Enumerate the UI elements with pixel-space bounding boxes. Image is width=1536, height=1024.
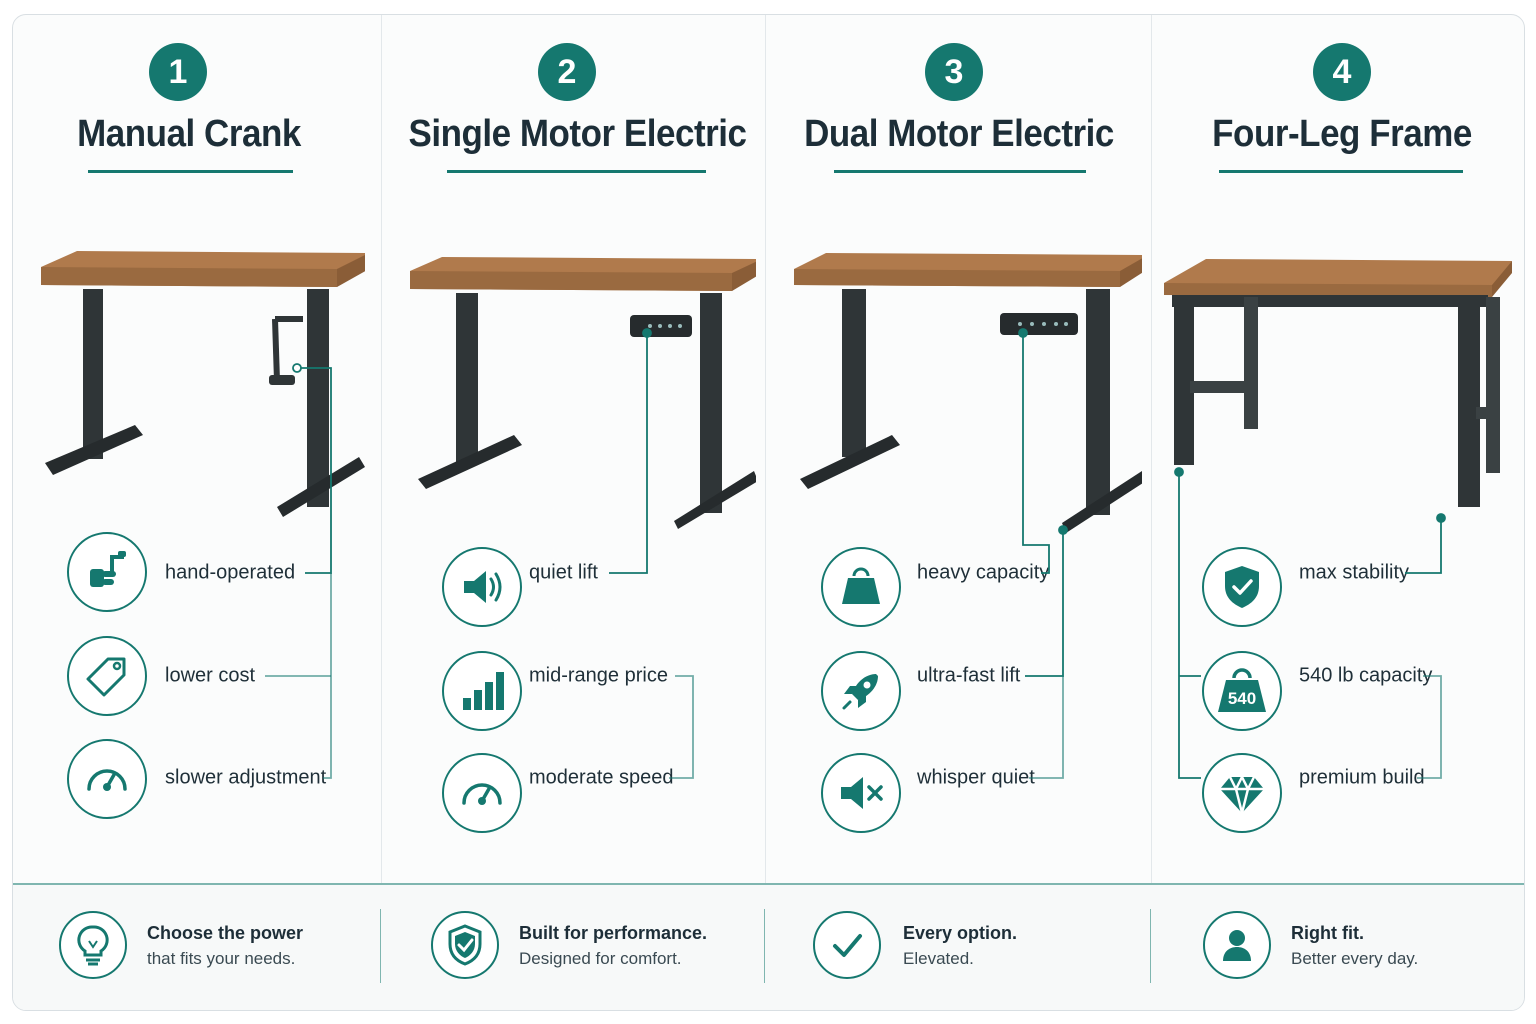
weight-badge-text: 540 xyxy=(1228,689,1256,708)
column-title: Dual Motor Electric xyxy=(804,113,1114,155)
hand-crank-icon xyxy=(67,532,147,612)
step-number-badge: 3 xyxy=(925,43,983,101)
footer-item: Built for performance. Designed for comf… xyxy=(381,885,765,1010)
footer-headline: Built for performance. xyxy=(519,923,708,943)
footer-bar: Choose the power that fits your needs. B… xyxy=(13,883,1524,1010)
price-tag-icon xyxy=(67,636,147,716)
feature-label: lower cost xyxy=(165,664,256,687)
column-dual-motor: 3 Dual Motor Electric heavy capacity ult… xyxy=(765,15,1151,883)
speedometer-icon xyxy=(442,753,522,833)
shield-check-icon xyxy=(1202,547,1282,627)
rocket-icon xyxy=(821,651,901,731)
title-underline xyxy=(1219,170,1463,173)
footer-subline: Designed for comfort. xyxy=(519,949,682,968)
footer-headline: Every option. xyxy=(903,923,1018,943)
bar-chart-icon xyxy=(442,651,522,731)
feature-label: slower adjustment xyxy=(165,766,327,789)
user-icon xyxy=(1203,911,1271,979)
footer-subline: Better every day. xyxy=(1291,949,1419,968)
feature-label: quiet lift xyxy=(529,561,598,584)
speaker-icon xyxy=(442,547,522,627)
column-four-leg: 4 Four-Leg Frame max stability 540 540 l… xyxy=(1151,15,1524,883)
mute-speaker-icon xyxy=(821,753,901,833)
speedometer-icon xyxy=(67,739,147,819)
footer-item: Right fit. Better every day. xyxy=(1151,885,1524,1010)
feature-label: heavy capacity xyxy=(917,561,1050,584)
step-number-badge: 4 xyxy=(1313,43,1371,101)
footer-subline: Elevated. xyxy=(903,949,974,968)
title-underline xyxy=(834,170,1086,173)
step-number-badge: 1 xyxy=(149,43,207,101)
comparison-panel: 1 Manual Crank hand-operated lower cost … xyxy=(12,14,1525,1011)
footer-divider xyxy=(380,909,381,983)
title-underline xyxy=(88,170,293,173)
weight-icon xyxy=(821,547,901,627)
weight-540-icon: 540 xyxy=(1202,651,1282,731)
footer-item: Choose the power that fits your needs. xyxy=(13,885,381,1010)
column-title: Manual Crank xyxy=(77,113,301,155)
feature-label: max stability xyxy=(1299,561,1410,584)
footer-item: Every option. Elevated. xyxy=(765,885,1151,1010)
lightbulb-icon xyxy=(59,911,127,979)
footer-headline: Right fit. xyxy=(1291,923,1364,943)
feature-label: premium build xyxy=(1299,766,1425,789)
title-underline xyxy=(447,170,706,173)
footer-headline: Choose the power xyxy=(147,923,304,943)
feature-label: 540 lb capacity xyxy=(1299,664,1433,687)
feature-label: moderate speed xyxy=(529,766,674,789)
shield-check-icon xyxy=(431,911,499,979)
checkmark-icon xyxy=(813,911,881,979)
manual-crank-desk-image xyxy=(41,251,365,517)
four-leg-desk-image xyxy=(1164,259,1512,507)
column-title: Four-Leg Frame xyxy=(1212,113,1472,155)
column-title: Single Motor Electric xyxy=(408,113,747,155)
footer-divider xyxy=(1150,909,1151,983)
dual-motor-desk-image xyxy=(794,253,1142,533)
column-manual-crank: 1 Manual Crank hand-operated lower cost … xyxy=(13,15,381,883)
feature-label: ultra-fast lift xyxy=(917,664,1021,687)
diamond-icon xyxy=(1202,753,1282,833)
column-single-motor: 2 Single Motor Electric quiet lift mid-r… xyxy=(381,15,765,883)
feature-label: hand-operated xyxy=(165,561,296,584)
footer-divider xyxy=(764,909,765,983)
feature-label: whisper quiet xyxy=(917,766,1035,789)
single-motor-desk-image xyxy=(410,257,756,529)
feature-label: mid-range price xyxy=(529,664,668,687)
footer-subline: that fits your needs. xyxy=(147,949,296,968)
step-number-badge: 2 xyxy=(538,43,596,101)
